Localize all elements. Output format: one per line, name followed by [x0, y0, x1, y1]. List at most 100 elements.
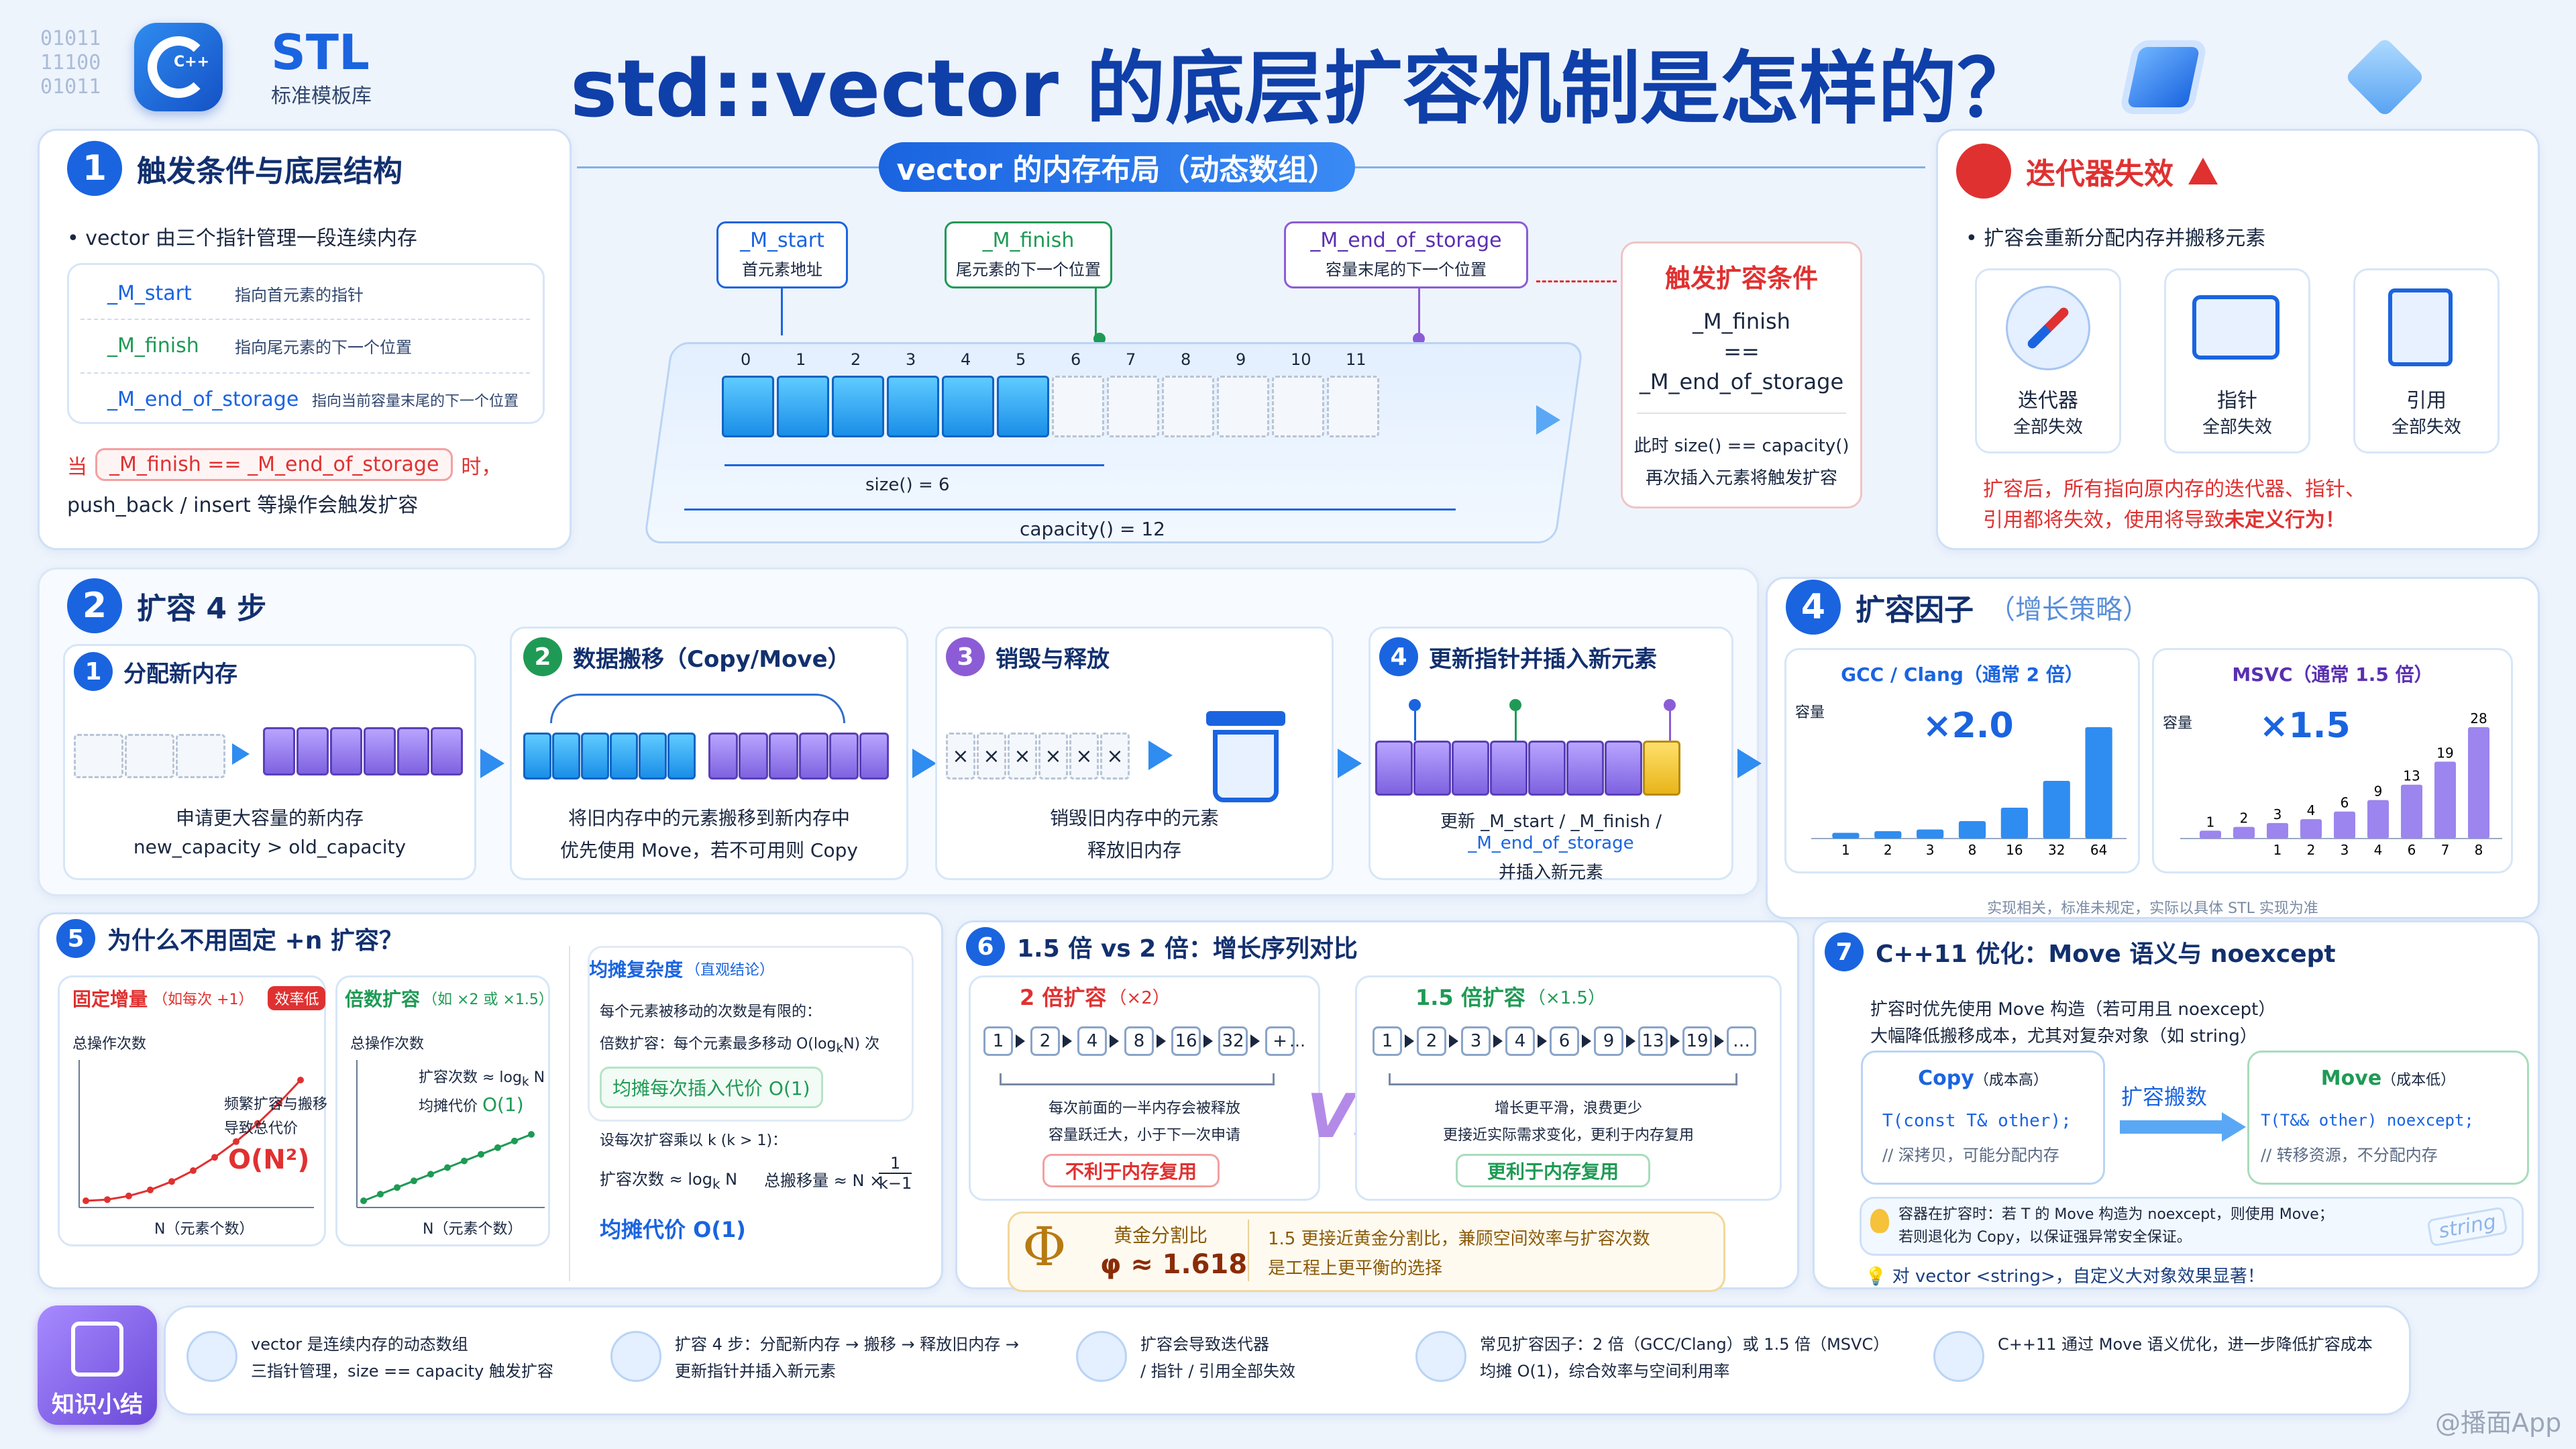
growth-bar: [2000, 808, 2028, 839]
one-half-paren: （×1.5）: [1527, 987, 1605, 1008]
sequence-item: 2: [1030, 1026, 1060, 1056]
summary-badge: 知识小结: [38, 1305, 157, 1425]
copy-note: // 深拷贝，可能分配内存: [1882, 1146, 2059, 1165]
invalidation-warning-1: 扩容后，所有指向原内存的迭代器、指针、: [1983, 478, 2365, 501]
updated-cell: [1605, 741, 1642, 796]
pointer-cursor-icon: [2192, 295, 2279, 360]
fixed-xlabel: N（元素个数）: [154, 1221, 254, 1238]
memory-index-label: 1: [796, 350, 806, 369]
iterator-state: 全部失效: [2012, 417, 2083, 437]
fixed-chart: [78, 1060, 314, 1208]
pointer-marker-line: [1414, 711, 1416, 741]
summary-line-a: 常见扩容因子：2 倍（GCC/Clang）或 1.5 倍（MSVC）: [1480, 1335, 1890, 1354]
curve-point: [360, 1197, 367, 1204]
curve-point: [528, 1131, 535, 1138]
mult-note-1: 扩容次数 ≈ logk N: [419, 1069, 545, 1089]
growth-bar: [2085, 727, 2112, 839]
curve-point: [511, 1137, 518, 1144]
copy-to-move-arrow-icon: [2222, 1112, 2246, 1142]
bar-value-label: 19: [2436, 745, 2453, 761]
curve-point: [233, 1138, 239, 1145]
sequence-item: +: [1265, 1026, 1295, 1056]
mult-chart: [356, 1060, 545, 1208]
old-cell: [667, 733, 696, 780]
copy-box: [1861, 1051, 2105, 1185]
x-tick-label: 4: [2374, 842, 2383, 858]
section-2-title: 扩容 4 步: [137, 592, 267, 626]
step-4-desc-1: 更新 _M_start / _M_finish /: [1440, 812, 1662, 832]
growth-bar: [2233, 826, 2255, 839]
summary-icon: [1076, 1331, 1127, 1382]
curve-point: [125, 1192, 132, 1199]
gcc-ylabel: 容量: [1795, 704, 1825, 721]
double-note-1: 每次前面的一半内存会被释放: [1048, 1100, 1240, 1117]
bar-value-label: 13: [2403, 768, 2420, 784]
curve-point: [427, 1171, 434, 1178]
destroyed-cell: ×: [1038, 733, 1068, 780]
memory-cell-empty: [1052, 376, 1104, 437]
trigger-line-3: _M_end_of_storage: [1639, 369, 1844, 394]
new-cell: [799, 733, 828, 780]
pointer-marker-icon: [1664, 699, 1676, 711]
old-cell: [125, 734, 174, 778]
mult-ylabel: 总操作次数: [350, 1036, 425, 1053]
stl-sub-label: 标准模板库: [271, 85, 372, 108]
memory-cell-filled: [942, 376, 994, 437]
curve-point: [276, 1099, 282, 1107]
trigger-ops: push_back / insert 等操作会触发扩容: [67, 494, 419, 517]
x-tick-label: 64: [2090, 842, 2107, 858]
sequence-item: 6: [1550, 1026, 1579, 1056]
summary-icon: [1415, 1331, 1466, 1382]
sequence-item: 4: [1505, 1026, 1535, 1056]
sequence-item: 1: [1373, 1026, 1402, 1056]
recycle-bin-icon: [1206, 711, 1285, 802]
section-3-title: 迭代器失效: [2026, 157, 2174, 191]
section-6-number: 6: [966, 927, 1005, 966]
new-cell: [431, 727, 463, 775]
old-cell: [176, 734, 225, 778]
s7-desc-2: 大幅降低搬移成本，尤其对复杂对象（如 string）: [1870, 1026, 2257, 1046]
x-tick-label: 1: [1841, 842, 1850, 858]
sequence-item: 9: [1594, 1026, 1623, 1056]
pointer-table: [67, 263, 545, 424]
bar-value-label: 9: [2374, 784, 2383, 800]
summary-line-b: 三指针管理，size == capacity 触发扩容: [251, 1362, 553, 1381]
amortized-line-1: 每个元素被移动的次数是有限的：: [600, 1004, 822, 1020]
destroyed-cell: ×: [1069, 733, 1099, 780]
flow-arrow-icon: [480, 749, 504, 778]
copy-header: Copy（成本高）: [1918, 1067, 2048, 1090]
step-2-desc-1: 将旧内存中的元素搬移到新内存中: [568, 807, 850, 829]
destroyed-cell: ×: [977, 733, 1006, 780]
move-header: Move（成本低）: [2320, 1067, 2456, 1090]
reference-doc-icon: [2388, 288, 2453, 366]
section-2-number: 2: [67, 578, 122, 633]
step-3-arrow-icon: [1148, 741, 1173, 770]
copy-signature: T(const T& other);: [1882, 1111, 2072, 1131]
new-cell: [859, 733, 889, 780]
sequence-item: 19: [1682, 1026, 1712, 1056]
growth-bar: [2367, 800, 2389, 839]
new-cell: [330, 727, 362, 775]
memory-cell-empty: [1217, 376, 1269, 437]
memory-cell-filled: [997, 376, 1049, 437]
trigger-condition: 当 _M_finish == _M_end_of_storage 时，: [67, 448, 501, 481]
section-1-title: 触发条件与底层结构: [137, 154, 402, 189]
bar-value-label: 3: [2273, 806, 2282, 822]
summary-icon: [186, 1331, 237, 1382]
double-seq-ellipsis: …: [1289, 1032, 1305, 1051]
memory-cell-filled: [887, 376, 939, 437]
section-5-title: 为什么不用固定 +n 扩容？: [107, 927, 403, 955]
section-4-subtitle: （增长策略）: [1988, 594, 2149, 625]
memory-cell-empty: [1162, 376, 1214, 437]
curve-point: [297, 1077, 304, 1083]
x-tick-label: 16: [2006, 842, 2023, 858]
s7-desc-1: 扩容时优先使用 Move 构造（若可用且 noexcept）: [1870, 1000, 2276, 1020]
memory-index-label: 2: [851, 350, 861, 369]
section-6-title: 1.5 倍 vs 2 倍：增长序列对比: [1017, 935, 1358, 963]
memory-index-label: 9: [1236, 350, 1246, 369]
sequence-item: 3: [1461, 1026, 1491, 1056]
